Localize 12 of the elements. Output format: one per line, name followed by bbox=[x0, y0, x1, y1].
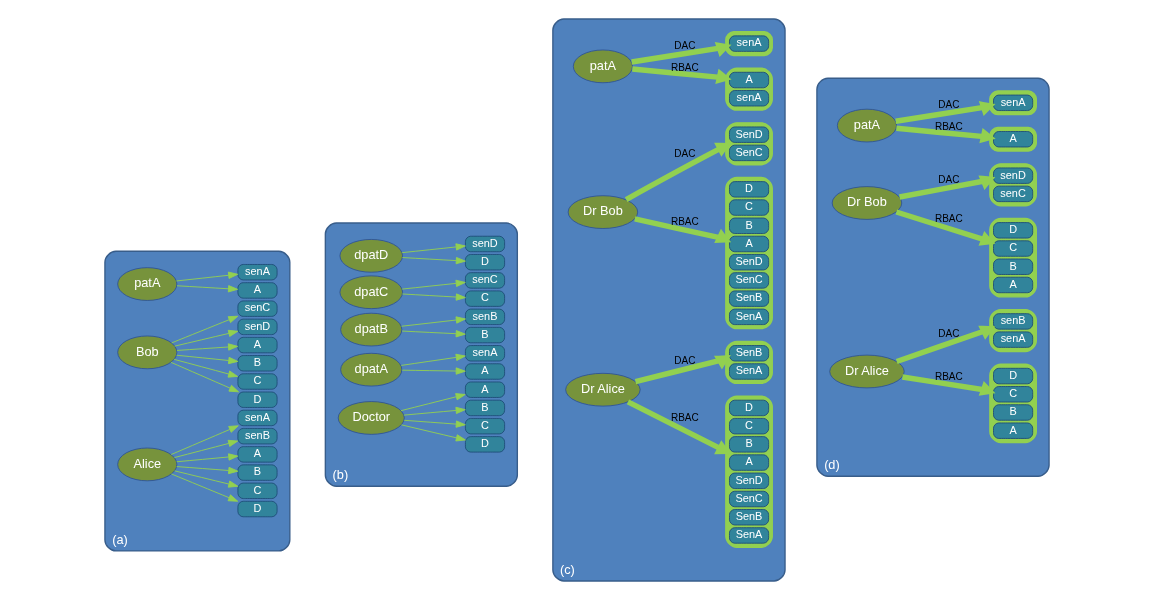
edge-label: DAC bbox=[937, 173, 959, 185]
edge-label: DAC bbox=[937, 99, 959, 111]
edge-label: RBAC bbox=[670, 61, 699, 73]
edge-label: DAC bbox=[673, 355, 695, 367]
edge-label: RBAC bbox=[934, 212, 963, 224]
edge-label: RBAC bbox=[934, 120, 963, 132]
edge-label: RBAC bbox=[670, 215, 699, 227]
edge-label: DAC bbox=[673, 39, 695, 51]
edge-label: RBAC bbox=[670, 412, 699, 424]
edge-label: RBAC bbox=[934, 370, 963, 382]
edge-label: DAC bbox=[673, 148, 695, 160]
edge-label: DAC bbox=[937, 327, 959, 339]
